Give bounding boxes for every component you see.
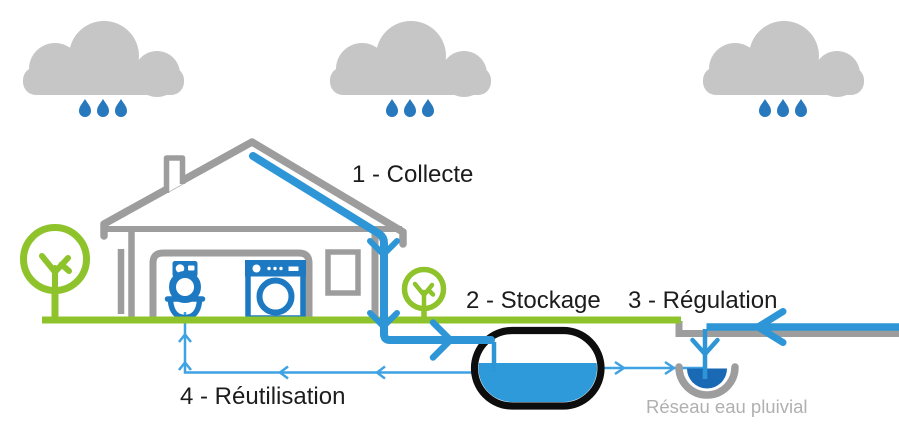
label-step-3: 3 - Régulation (628, 287, 777, 314)
reuse-flow-line (178, 312, 473, 380)
flow-arrow-icon-right (429, 319, 454, 361)
tree-icon-small (401, 266, 447, 321)
chimney-icon (163, 155, 186, 193)
toilet-icon (164, 261, 206, 321)
street-level-line (675, 321, 899, 337)
rain-cloud-icon-1 (23, 21, 184, 117)
window-icon (325, 249, 361, 296)
flow-arrow-icon-up (178, 333, 192, 371)
label-step-2: 2 - Stockage (466, 287, 601, 314)
tank-water (478, 363, 597, 402)
rain-cloud-icon-3 (703, 21, 864, 117)
street-drain-icon (675, 329, 739, 399)
label-network-caption: Réseau eau pluivial (646, 396, 807, 417)
storage-tank-icon (470, 326, 605, 410)
tree-icon-large (20, 224, 90, 321)
rain-cloud-icon-2 (330, 21, 491, 117)
flow-arrow-icon-down (690, 337, 720, 357)
flow-arrow-icon-left (754, 308, 787, 346)
flow-arrow-icon-right (614, 360, 676, 376)
garage-opening-icon (149, 249, 313, 319)
flow-arrow-icon-left (278, 365, 386, 380)
gutter-pipe-icon (249, 152, 497, 372)
regulation-pipe (706, 308, 899, 346)
label-step-1: 1 - Collecte (352, 161, 473, 188)
label-step-4: 4 - Réutilisation (180, 383, 345, 410)
flow-arrow-icon-down (367, 310, 400, 330)
flow-arrow-icon-down (367, 238, 400, 258)
washing-machine-icon (245, 260, 306, 321)
overflow-flow-line (598, 360, 704, 376)
